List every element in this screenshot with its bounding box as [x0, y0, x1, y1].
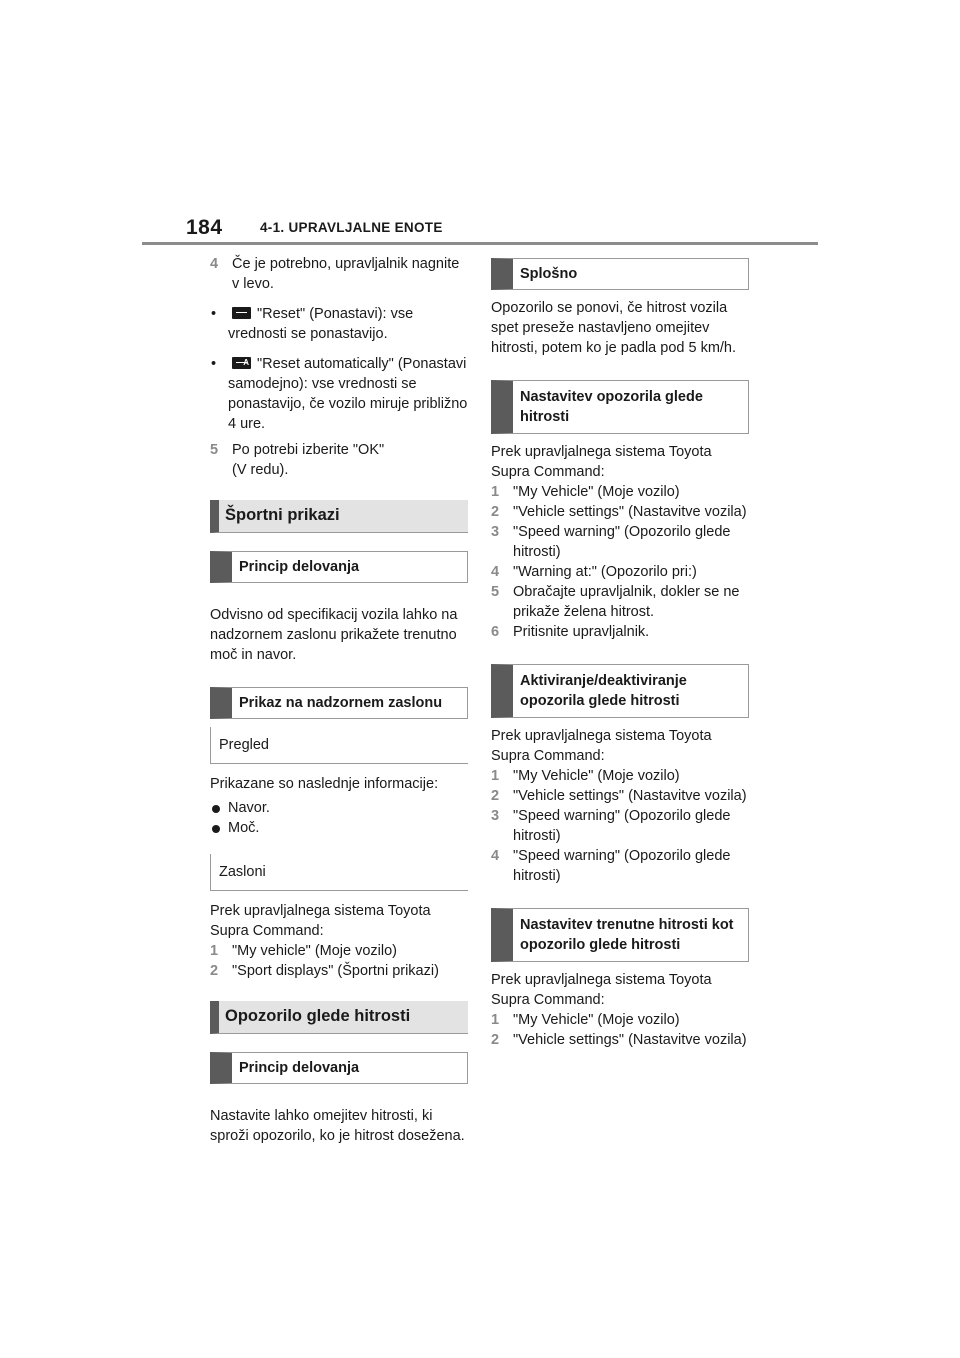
minor-heading: Zasloni: [210, 854, 468, 891]
step-number: 6: [491, 624, 500, 640]
bullet-item: • "Reset automatically" (Ponastavi samod…: [210, 353, 468, 434]
subsection-heading: Splošno: [491, 258, 749, 290]
subsection-heading: Nastavitev trenutne hitrosti kot opozori…: [491, 908, 749, 962]
step-item: 2 "Vehicle settings" (Nastavitve vozila): [491, 502, 749, 522]
step-text: "Speed warning" (Opozorilo glede hitrost…: [513, 524, 731, 560]
subsection-title: Prikaz na nadzornem zaslonu: [239, 695, 443, 711]
step-item: 2 "Vehicle settings" (Nastavitve vozila): [491, 786, 749, 806]
page-header: 184 4-1. UPRAVLJALNE ENOTE: [186, 212, 818, 248]
paragraph: Opozorilo se ponovi, če hitrost vozila s…: [491, 300, 737, 356]
section-title: Opozorilo glede hitrosti: [225, 1007, 411, 1025]
step-text: "Speed warning" (Opozorilo glede hitrost…: [513, 848, 731, 884]
step-text: (V redu).: [232, 462, 289, 478]
step-item: 4 "Speed warning" (Opozorilo glede hitro…: [491, 846, 749, 886]
section-heading: Športni prikazi: [210, 500, 468, 533]
step-number: 1: [210, 943, 219, 959]
step-item: 6 Pritisnite upravljalnik.: [491, 622, 749, 642]
step-number: 4: [491, 564, 500, 580]
bullet-item: • "Reset" (Ponastavi): vse vrednosti se …: [210, 304, 468, 344]
paragraph: Prek upravljalnega sistema Toyota Supra …: [491, 444, 712, 480]
step-item: 5 Obračajte upravljalnik, dokler se ne p…: [491, 582, 749, 622]
step-item: 1 "My Vehicle" (Moje vozilo): [491, 1010, 749, 1030]
step-item: 5 Po potrebi izberite "OK" (V redu).: [210, 440, 468, 480]
left-column: 4 Če je potrebno, upravljalnik nagnite v…: [210, 254, 468, 1146]
step-number: 1: [491, 1012, 500, 1028]
step-text: Po potrebi izberite "OK": [232, 442, 385, 458]
step-item: 3 "Speed warning" (Opozorilo glede hitro…: [491, 522, 749, 562]
step-number: 5: [210, 442, 219, 458]
step-item: 3 "Speed warning" (Opozorilo glede hitro…: [491, 806, 749, 846]
minor-title: Pregled: [219, 737, 269, 753]
minor-title: Zasloni: [219, 864, 266, 880]
reset-auto-icon: [232, 353, 251, 373]
step-item: 2 "Vehicle settings" (Nastavitve vozila): [491, 1030, 749, 1050]
paragraph: Prikazane so naslednje informacije:: [210, 776, 439, 792]
page-number: 184: [186, 216, 223, 239]
step-item: 2 "Sport displays" (Športni prikazi): [210, 961, 468, 981]
subsection-title: Princip delovanja: [239, 1060, 360, 1076]
subsection-title: Nastavitev trenutne hitrosti kot opozori…: [520, 917, 734, 953]
step-number: 4: [491, 848, 500, 864]
step-text: "Sport displays" (Športni prikazi): [232, 963, 439, 979]
list-item: Moč.: [210, 818, 468, 838]
bullet-text: "Reset automatically" (Ponastavi samodej…: [228, 356, 468, 432]
step-text: "My Vehicle" (Moje vozilo): [513, 484, 680, 500]
reset-icon: [232, 307, 251, 319]
step-number: 2: [210, 963, 219, 979]
step-text: Pritisnite upravljalnik.: [513, 624, 650, 640]
minor-heading: Pregled: [210, 727, 468, 764]
right-column: Splošno Opozorilo se ponovi, če hitrost …: [491, 258, 749, 1050]
step-text: Obračajte upravljalnik, dokler se ne pri…: [513, 584, 740, 620]
step-text: "Vehicle settings" (Nastavitve vozila): [513, 1032, 747, 1048]
step-number: 2: [491, 1032, 500, 1048]
subsection-heading: Prikaz na nadzornem zaslonu: [210, 687, 468, 719]
step-number: 4: [210, 256, 219, 272]
subsection-heading: Princip delovanja: [210, 551, 468, 583]
step-text: "My vehicle" (Moje vozilo): [232, 943, 398, 959]
section-reference: 4-1. UPRAVLJALNE ENOTE: [260, 220, 443, 235]
step-number: 3: [491, 808, 500, 824]
subsection-heading: Princip delovanja: [210, 1052, 468, 1084]
paragraph: Odvisno od specifikacij vozila lahko na …: [210, 607, 458, 663]
subsection-title: Aktiviranje/deaktiviranje opozorila gled…: [520, 673, 687, 709]
paragraph: Nastavite lahko omejitev hitrosti, ki sp…: [210, 1108, 465, 1144]
step-item: 1 "My Vehicle" (Moje vozilo): [491, 766, 749, 786]
section-title: Športni prikazi: [225, 506, 340, 524]
step-text: "My Vehicle" (Moje vozilo): [513, 768, 680, 784]
header-rule: [142, 242, 818, 245]
bullet-dot: •: [211, 306, 217, 322]
step-item: 4 Če je potrebno, upravljalnik nagnite v…: [210, 254, 468, 294]
step-text: Če je potrebno, upravljalnik nagnite v l…: [232, 256, 460, 292]
step-text: "Vehicle settings" (Nastavitve vozila): [513, 788, 747, 804]
bullet-text: "Reset" (Ponastavi): vse vrednosti se po…: [228, 306, 414, 342]
list-item-text: Moč.: [228, 820, 260, 836]
section-heading: Opozorilo glede hitrosti: [210, 1001, 468, 1034]
step-number: 1: [491, 484, 500, 500]
step-text: "Warning at:" (Opozorilo pri:): [513, 564, 697, 580]
step-number: 2: [491, 788, 500, 804]
subsection-heading: Aktiviranje/deaktiviranje opozorila gled…: [491, 664, 749, 718]
step-item: 4 "Warning at:" (Opozorilo pri:): [491, 562, 749, 582]
step-item: 1 "My vehicle" (Moje vozilo): [210, 941, 468, 961]
subsection-heading: Nastavitev opozorila glede hitrosti: [491, 380, 749, 434]
paragraph: Prek upravljalnega sistema Toyota Supra …: [210, 903, 431, 939]
paragraph: Prek upravljalnega sistema Toyota Supra …: [491, 728, 712, 764]
step-text: "Speed warning" (Opozorilo glede hitrost…: [513, 808, 731, 844]
paragraph: Prek upravljalnega sistema Toyota Supra …: [491, 972, 712, 1008]
subsection-title: Nastavitev opozorila glede hitrosti: [520, 389, 703, 425]
step-item: 1 "My Vehicle" (Moje vozilo): [491, 482, 749, 502]
list-item-text: Navor.: [228, 800, 270, 816]
step-number: 3: [491, 524, 500, 540]
step-number: 1: [491, 768, 500, 784]
subsection-title: Princip delovanja: [239, 559, 360, 575]
bullet-dot: •: [211, 356, 217, 372]
step-text: "My Vehicle" (Moje vozilo): [513, 1012, 680, 1028]
subsection-title: Splošno: [520, 266, 578, 282]
step-text: "Vehicle settings" (Nastavitve vozila): [513, 504, 747, 520]
step-number: 2: [491, 504, 500, 520]
list-item: Navor.: [210, 798, 468, 818]
step-number: 5: [491, 584, 500, 600]
